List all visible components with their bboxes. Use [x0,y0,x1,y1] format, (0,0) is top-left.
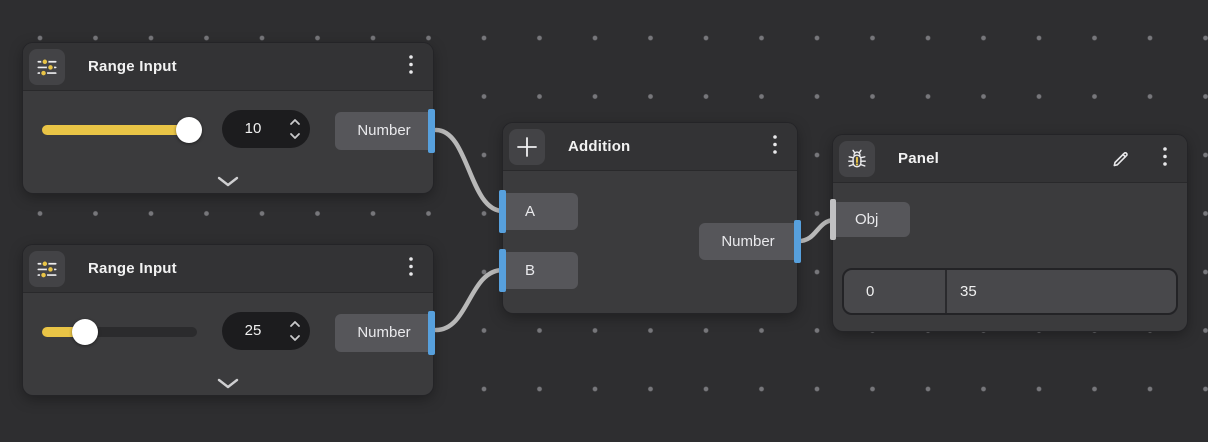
socket-label: Number [357,122,411,139]
kebab-menu-icon[interactable] [773,134,777,159]
bug-icon [839,141,875,177]
stepper-value[interactable]: 25 [244,322,262,339]
range-input-node-2: Range Input 25 Number [23,245,435,395]
input-socket-b[interactable]: B [503,252,578,289]
node-title: Range Input [88,260,177,277]
node-header[interactable]: Range Input [23,245,433,293]
panel-result-table: 0 35 [842,268,1178,315]
range-slider[interactable] [42,319,197,345]
range-slider-thumb[interactable] [176,117,203,143]
node-header[interactable]: Panel [833,135,1187,183]
range-slider[interactable] [42,117,203,143]
plus-icon [509,129,545,165]
input-port-b[interactable] [499,249,506,292]
kebab-menu-icon[interactable] [1163,146,1167,171]
node-header[interactable]: Addition [503,123,797,171]
panel-node: Panel Obj 0 35 [830,135,1187,331]
input-socket-obj[interactable]: Obj [833,202,910,237]
stepper-value[interactable]: 10 [244,120,262,137]
range-input-node-1: Range Input 10 Number [23,43,435,193]
sliders-icon [29,251,65,287]
table-cell-value: 35 [960,283,977,300]
output-socket-number[interactable]: Number [335,112,433,150]
range-slider-fill [42,125,190,135]
sliders-icon [29,49,65,85]
kebab-menu-icon[interactable] [409,54,413,79]
socket-label: Number [357,324,411,341]
output-socket-number[interactable]: Number [335,314,433,352]
number-stepper[interactable]: 10 [222,110,310,148]
socket-label: B [525,262,536,279]
input-socket-a[interactable]: A [503,193,578,230]
output-port[interactable] [794,220,801,263]
wire-range1-to-addition-a[interactable] [433,127,506,214]
addition-node: Addition A B Number [499,123,801,313]
socket-label: A [525,203,536,220]
input-port-a[interactable] [499,190,506,233]
stepper-chevrons-icon[interactable] [289,318,301,349]
kebab-menu-icon[interactable] [409,256,413,281]
collapse-chevron-icon[interactable] [217,174,239,192]
output-port[interactable] [428,109,435,153]
range-slider-thumb[interactable] [72,319,99,345]
node-title: Range Input [88,58,177,75]
output-socket-number[interactable]: Number [699,223,797,260]
wire-range2-to-addition-b[interactable] [433,267,506,333]
pencil-icon[interactable] [1111,146,1131,171]
node-title: Panel [898,150,940,167]
collapse-chevron-icon[interactable] [217,376,239,394]
range-slider-fill [42,327,86,337]
number-stepper[interactable]: 25 [222,312,310,350]
stepper-chevrons-icon[interactable] [289,116,301,147]
socket-label: Obj [855,211,879,228]
node-title: Addition [568,138,631,155]
table-cell-index: 0 [844,270,947,313]
node-header[interactable]: Range Input [23,43,433,91]
input-port-obj[interactable] [830,199,836,240]
output-port[interactable] [428,311,435,355]
socket-label: Number [721,233,775,250]
